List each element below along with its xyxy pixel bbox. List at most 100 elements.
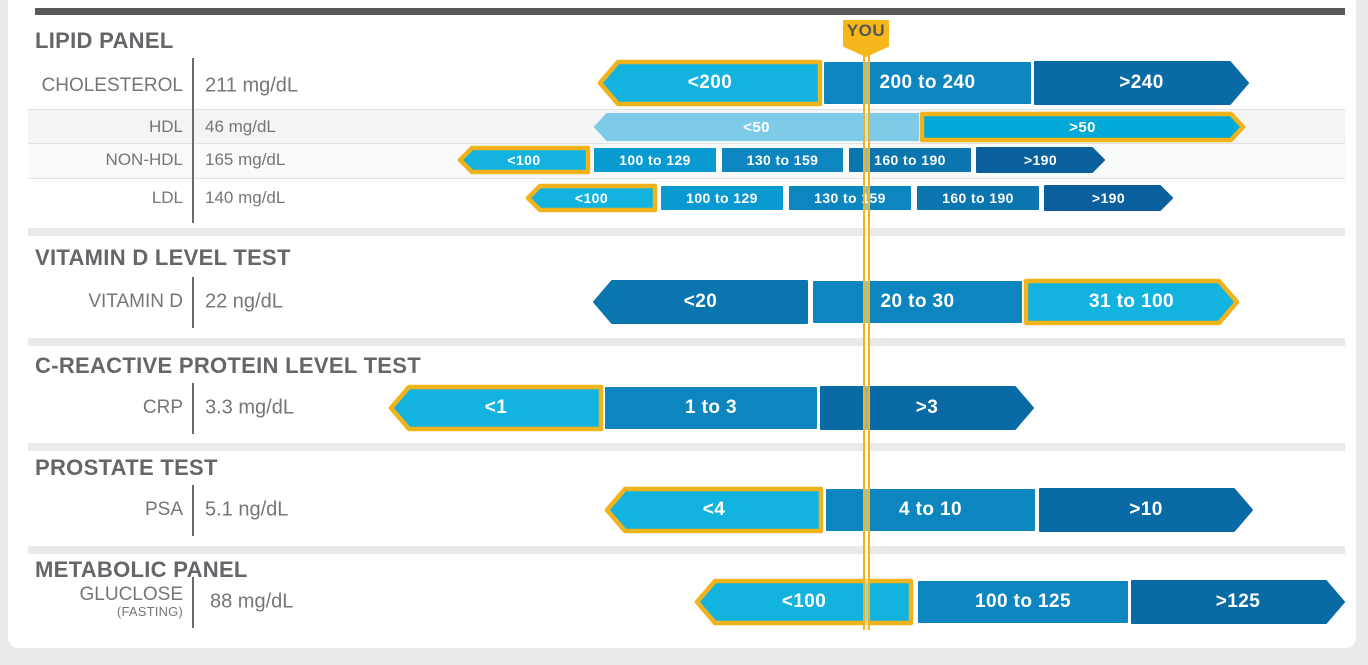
section-title-lipid-panel: LIPID PANEL — [35, 28, 174, 53]
range-segment-shape — [605, 387, 817, 429]
row-label-hdl: HDL — [148, 117, 183, 137]
range-segment-100: <100 — [694, 578, 914, 626]
label-divider — [192, 58, 194, 223]
you-marker-label: YOU — [846, 21, 886, 40]
range-segment-125: >125 — [1131, 580, 1345, 624]
row-label-ldl: LDL — [151, 188, 183, 208]
range-segment-shape — [593, 280, 808, 324]
range-segment-240: >240 — [1034, 61, 1249, 105]
range-segment-190: >190 — [976, 147, 1105, 173]
range-segment-shape — [1044, 185, 1173, 211]
range-segment-label: <1 — [484, 397, 508, 418]
row-sublabel: (FASTING) — [116, 604, 183, 620]
row-label-cholesterol: CHOLESTEROL — [41, 75, 183, 97]
range-segment-label: <100 — [507, 152, 541, 168]
range-segment-label: >50 — [1069, 118, 1096, 136]
range-segment-label: >190 — [1023, 152, 1058, 168]
range-segment-200: <200 — [597, 59, 823, 107]
range-segment-1: <1 — [388, 384, 604, 432]
row-separator-line — [28, 178, 1345, 179]
range-segment-label: 160 to 190 — [874, 152, 946, 168]
range-segment-label: 20 to 30 — [880, 291, 955, 312]
range-segment-shape — [661, 186, 783, 210]
range-segment-label: <4 — [702, 499, 726, 520]
range-segment-20-to-30: 20 to 30 — [813, 281, 1022, 323]
section-divider-bar — [28, 546, 1345, 554]
row-value-hdl: 46 mg/dL — [205, 117, 276, 136]
section-divider-bar — [28, 443, 1345, 451]
range-segment-190: >190 — [1044, 185, 1173, 211]
range-segment-label: >3 — [915, 397, 939, 418]
range-segment-100-to-129: 100 to 129 — [594, 148, 716, 172]
row-value-gluclose: 88 mg/dL — [210, 590, 294, 613]
range-segment-shape — [849, 148, 971, 172]
row-label-crp: CRP — [142, 397, 183, 419]
label-divider — [192, 383, 194, 434]
row-label-psa: PSA — [144, 499, 183, 521]
range-segment-shape — [388, 384, 604, 432]
range-segment-label: 100 to 125 — [975, 591, 1071, 612]
range-segment-label: >125 — [1215, 591, 1261, 612]
range-segment-label: 130 to 159 — [746, 152, 819, 168]
range-segment-100: <100 — [457, 145, 591, 175]
range-segment-label: <100 — [781, 591, 827, 612]
row-label-non-hdl: NON-HDL — [105, 150, 183, 170]
range-segment-label: 100 to 129 — [619, 152, 691, 168]
range-segment-label: <50 — [743, 118, 770, 136]
range-segment-shape — [457, 145, 591, 175]
range-segment-10: >10 — [1039, 488, 1253, 532]
range-segment-shape — [919, 111, 1246, 143]
range-segment-shape — [1034, 61, 1249, 105]
range-segment-160-to-190: 160 to 190 — [917, 186, 1039, 210]
range-segment-20: <20 — [593, 280, 808, 324]
range-segment-shape — [918, 581, 1128, 623]
label-divider — [192, 577, 194, 628]
row-value-vitamin-d: 22 ng/dL — [205, 290, 283, 313]
section-title-c-reactive-protein-level-test: C-REACTIVE PROTEIN LEVEL TEST — [35, 353, 421, 378]
row-separator-line — [28, 143, 1345, 144]
label-divider — [192, 277, 194, 328]
range-segment-200-to-240: 200 to 240 — [824, 62, 1031, 104]
row-value-cholesterol: 211 mg/dL — [205, 74, 299, 97]
range-segment-3: >3 — [820, 386, 1034, 430]
range-segment-31-to-100: 31 to 100 — [1023, 278, 1240, 326]
row-value-non-hdl: 165 mg/dL — [205, 150, 286, 169]
range-segment-130-to-159: 130 to 159 — [789, 186, 911, 210]
range-segment-label: 130 to 159 — [814, 190, 886, 206]
you-marker-tag: YOU — [843, 20, 889, 57]
section-divider-bar — [28, 228, 1345, 236]
range-segment-label: 31 to 100 — [1089, 291, 1174, 312]
range-segment-shape — [1131, 580, 1345, 624]
range-segment-50: <50 — [594, 113, 919, 141]
row-label-gluclose: GLUCLOSE(FASTING) — [28, 585, 183, 619]
range-segment-label: >240 — [1119, 72, 1164, 93]
section-title-vitamin-d-level-test: VITAMIN D LEVEL TEST — [35, 245, 291, 270]
range-segment-shape — [597, 59, 823, 107]
section-title-prostate-test: PROSTATE TEST — [35, 455, 218, 480]
range-segment-shape — [594, 113, 919, 141]
range-segment-160-to-190: 160 to 190 — [849, 148, 971, 172]
range-segment-label: >10 — [1129, 499, 1163, 520]
range-segment-label: <200 — [687, 72, 733, 93]
range-segment-50: >50 — [919, 111, 1246, 143]
range-segment-shape — [1023, 278, 1240, 326]
range-segment-label: >190 — [1091, 190, 1126, 206]
range-segment-label: 160 to 190 — [942, 190, 1014, 206]
row-label-vitamin-d: VITAMIN D — [88, 291, 183, 313]
range-segment-4: <4 — [604, 486, 824, 534]
range-segment-100-to-125: 100 to 125 — [918, 581, 1128, 623]
row-value-ldl: 140 mg/dL — [205, 188, 286, 207]
range-segment-shape — [525, 183, 658, 213]
range-segment-label: 4 to 10 — [899, 499, 962, 520]
section-title-metabolic-panel: METABOLIC PANEL — [35, 557, 248, 582]
row-value-psa: 5.1 ng/dL — [205, 498, 289, 521]
range-segment-label: 200 to 240 — [879, 72, 976, 93]
range-segment-shape — [826, 489, 1035, 531]
range-segment-shape — [976, 147, 1105, 173]
range-segment-shape — [604, 486, 824, 534]
range-segment-shape — [824, 62, 1031, 104]
range-segment-shape — [694, 578, 914, 626]
range-segment-130-to-159: 130 to 159 — [722, 148, 843, 172]
range-segment-shape — [820, 386, 1034, 430]
